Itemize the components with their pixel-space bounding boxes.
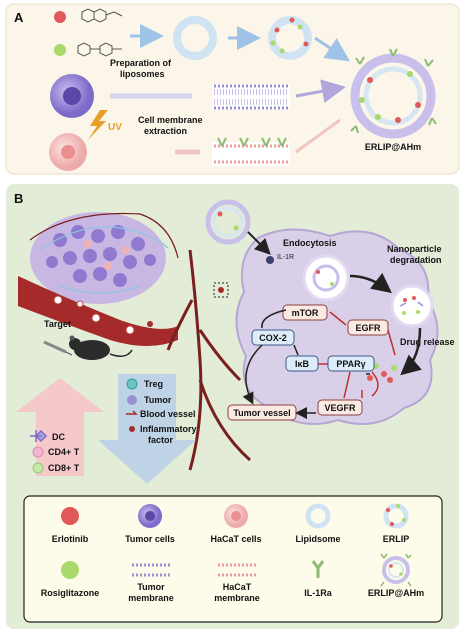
rosiglitazone-structure-icon — [77, 42, 122, 57]
node-ppar-label: PPARγ — [336, 359, 365, 369]
product-label: ERLIP@AHm — [365, 142, 421, 152]
node-cox2-label: COX-2 — [259, 333, 287, 343]
arrow-to-release — [400, 327, 422, 376]
tumor-legend-icon — [127, 395, 137, 405]
legend-cd4: CD4+ T — [48, 447, 80, 457]
legend-blood-vessel: Blood vessel — [140, 409, 196, 419]
hacat-membrane-icon — [212, 137, 290, 166]
legend-erlotinib-icon — [61, 507, 79, 525]
legend-box — [23, 495, 443, 623]
erlotinib-dot — [54, 11, 66, 23]
cd8-icon — [32, 462, 44, 474]
legend-il1ra-icon — [311, 560, 325, 578]
syringe-icon — [43, 340, 73, 356]
drug-release-label: Drug release — [400, 337, 455, 347]
arrow-to-receptor — [247, 231, 271, 255]
node-vegfr — [317, 399, 363, 416]
blood-vessel-legend-icon — [126, 410, 138, 415]
endocytosis-label: Endocytosis — [283, 238, 337, 248]
legend-lipidsome: Lipidsome — [295, 534, 340, 544]
treg-icon — [126, 378, 138, 390]
vessel-branches — [166, 249, 251, 471]
legend-tumor: Tumor — [144, 395, 172, 405]
tumor-membrane-icon — [212, 84, 290, 110]
zoom-box — [213, 282, 229, 298]
inflammatory-factors-cluster — [137, 321, 159, 339]
panel-a: A Preparation of liposomes — [5, 3, 460, 175]
hacat-cell-nucleus — [61, 145, 75, 159]
legend-erlip-ahm-icon — [380, 553, 412, 587]
arrow-to-degradation — [349, 272, 392, 294]
nanoparticle-line1: Nanoparticle — [387, 244, 442, 254]
tumor-cell-nucleus — [63, 87, 81, 105]
pathway-arrows — [242, 309, 396, 419]
erlotinib-structure-icon — [81, 8, 123, 23]
step-liposomes-line1: Preparation of — [110, 58, 172, 68]
legend-tumor-cell-nucleus — [145, 511, 155, 521]
mouse-icon — [69, 335, 133, 360]
arrow-hacat-to-product — [295, 118, 341, 154]
node-tumor-vessel-label: Tumor vessel — [233, 408, 290, 418]
step-membrane-line2: extraction — [144, 126, 187, 136]
dc-icon — [30, 429, 48, 443]
legend-erlip: ERLIP — [383, 534, 410, 544]
legend-tumor-membrane-line2: membrane — [128, 593, 174, 603]
legend-hacat-nucleus — [231, 511, 241, 521]
zoom-box-factor — [218, 287, 224, 293]
rosiglitazone-dot — [54, 44, 66, 56]
legend-rosiglitazone-icon — [61, 561, 79, 579]
endosome-icon — [302, 254, 350, 302]
legend-inflammatory-line2: factor — [148, 435, 174, 445]
erlip-ahm-particle — [205, 199, 251, 245]
node-mtor — [282, 304, 328, 321]
node-ikb-label: IκB — [295, 359, 310, 369]
legend-treg: Treg — [144, 379, 163, 389]
cd4-icon — [32, 446, 44, 458]
arrow-from-erlip — [314, 36, 350, 62]
erlip-icon — [268, 16, 312, 60]
legend-inflammatory-line1: Inflammatory — [140, 424, 197, 434]
blood-cells — [53, 295, 135, 335]
legend-cd8: CD8+ T — [48, 463, 80, 473]
legend-rosiglitazone: Rosiglitazone — [41, 588, 100, 598]
legend-hacat-membrane-line2: membrane — [214, 593, 260, 603]
node-vegfr-label: VEGFR — [324, 403, 356, 413]
inflammatory-legend-icon — [129, 426, 135, 432]
step-membrane-line1: Cell membrane — [138, 115, 203, 125]
node-egfr — [347, 319, 389, 336]
legend-erlip-icon — [383, 503, 409, 529]
node-egfr-label: EGFR — [355, 323, 381, 333]
legend-lipidsome-icon — [305, 503, 331, 529]
degraded-particle-icon — [390, 284, 434, 328]
legend-erlotinib: Erlotinib — [52, 534, 89, 544]
legend-il1ra: IL-1Ra — [304, 588, 333, 598]
legend-tumor-cells: Tumor cells — [125, 534, 175, 544]
legend-tumor-membrane-line1: Tumor — [137, 582, 165, 592]
step-liposomes-line2: liposomes — [120, 69, 165, 79]
legend-dc: DC — [52, 432, 65, 442]
legend-hacat-membrane-line1: HaCaT — [223, 582, 252, 592]
il1r-receptor-icon — [266, 256, 274, 264]
legend-hacat-cells: HaCaT cells — [210, 534, 261, 544]
panel-b-letter: B — [14, 191, 23, 206]
panel-b: B IL-1R — [6, 184, 459, 629]
uv-bolt-icon — [88, 110, 108, 140]
target-label: Target — [44, 319, 71, 329]
node-mtor-label: mTOR — [292, 308, 319, 318]
node-cox2 — [251, 329, 295, 346]
decrease-arrow — [98, 374, 196, 484]
tumor-mass — [29, 212, 179, 304]
liposome-icon — [173, 16, 217, 60]
uv-label: UV — [108, 122, 122, 133]
il1r-label: IL-1R — [277, 254, 294, 261]
arrow-tumor-to-product — [295, 79, 346, 104]
panel-a-letter: A — [14, 10, 24, 25]
nanoparticle-line2: degradation — [390, 255, 442, 265]
legend-erlip-ahm: ERLIP@AHm — [368, 588, 424, 598]
erlip-ahm-icon — [350, 48, 437, 139]
